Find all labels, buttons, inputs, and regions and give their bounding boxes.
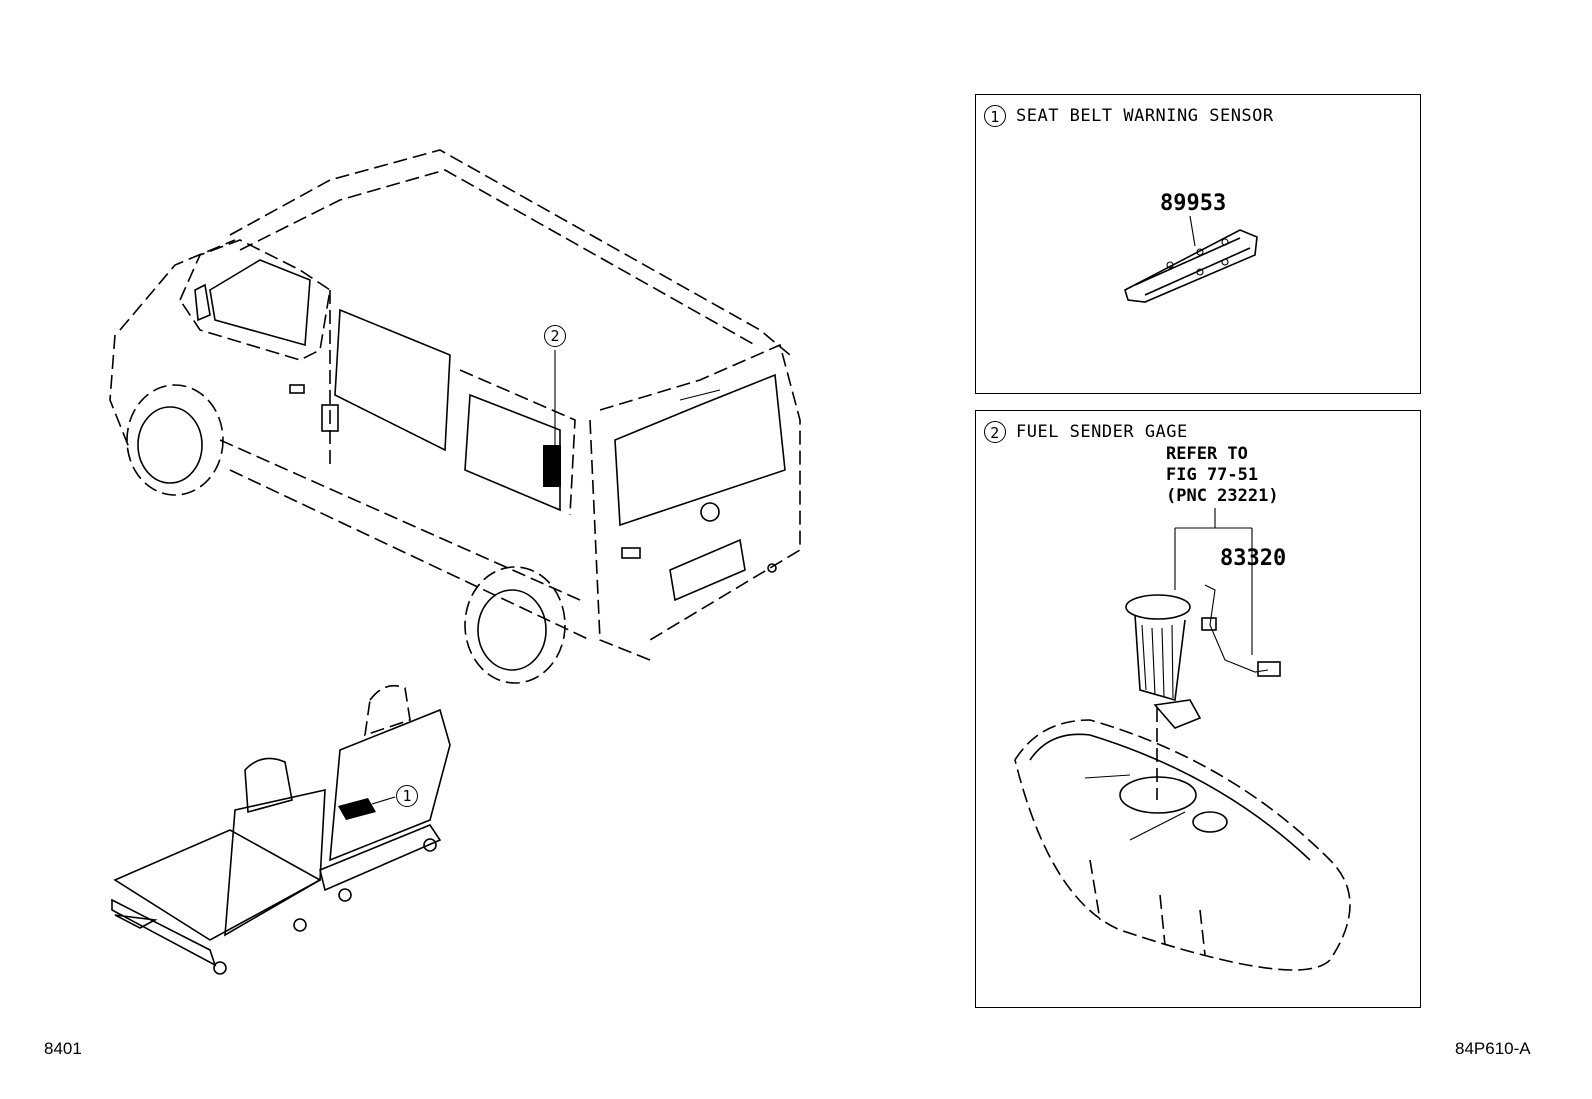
panel-number-badge: 2 [984,421,1006,443]
seat-belt-warning-sensor-part [1124,215,1258,303]
page-code: 8401 [44,1039,82,1058]
panel-number-badge: 1 [984,105,1006,127]
panel-title-text: FUEL SENDER GAGE [1016,422,1188,442]
fuel-gage-location-marker [543,445,561,487]
fuel-sender-gage-part [1014,508,1351,971]
figure-code: 84P610-A [1455,1039,1531,1058]
panel-title: 1 SEAT BELT WARNING SENSOR [984,105,1274,127]
panel-title-text: SEAT BELT WARNING SENSOR [1016,106,1274,126]
panel-title: 2 FUEL SENDER GAGE [984,421,1188,443]
callout-seat-belt-sensor[interactable]: 1 [396,785,418,807]
seat-sensor-location-marker [338,798,376,820]
part-number-83320[interactable]: 83320 [1220,546,1287,571]
panel-seat-belt-warning-sensor: 1 SEAT BELT WARNING SENSOR 89953 [975,94,1421,394]
van-illustration [109,149,801,684]
part-number-89953[interactable]: 89953 [1160,191,1227,216]
seats-illustration [111,684,451,975]
panel-fuel-sender-gage: 2 FUEL SENDER GAGE REFER TO FIG 77-51 (P… [975,410,1421,1008]
reference-note[interactable]: REFER TO FIG 77-51 (PNC 23221) [1166,444,1279,506]
callout-fuel-sender-gage[interactable]: 2 [544,325,566,347]
